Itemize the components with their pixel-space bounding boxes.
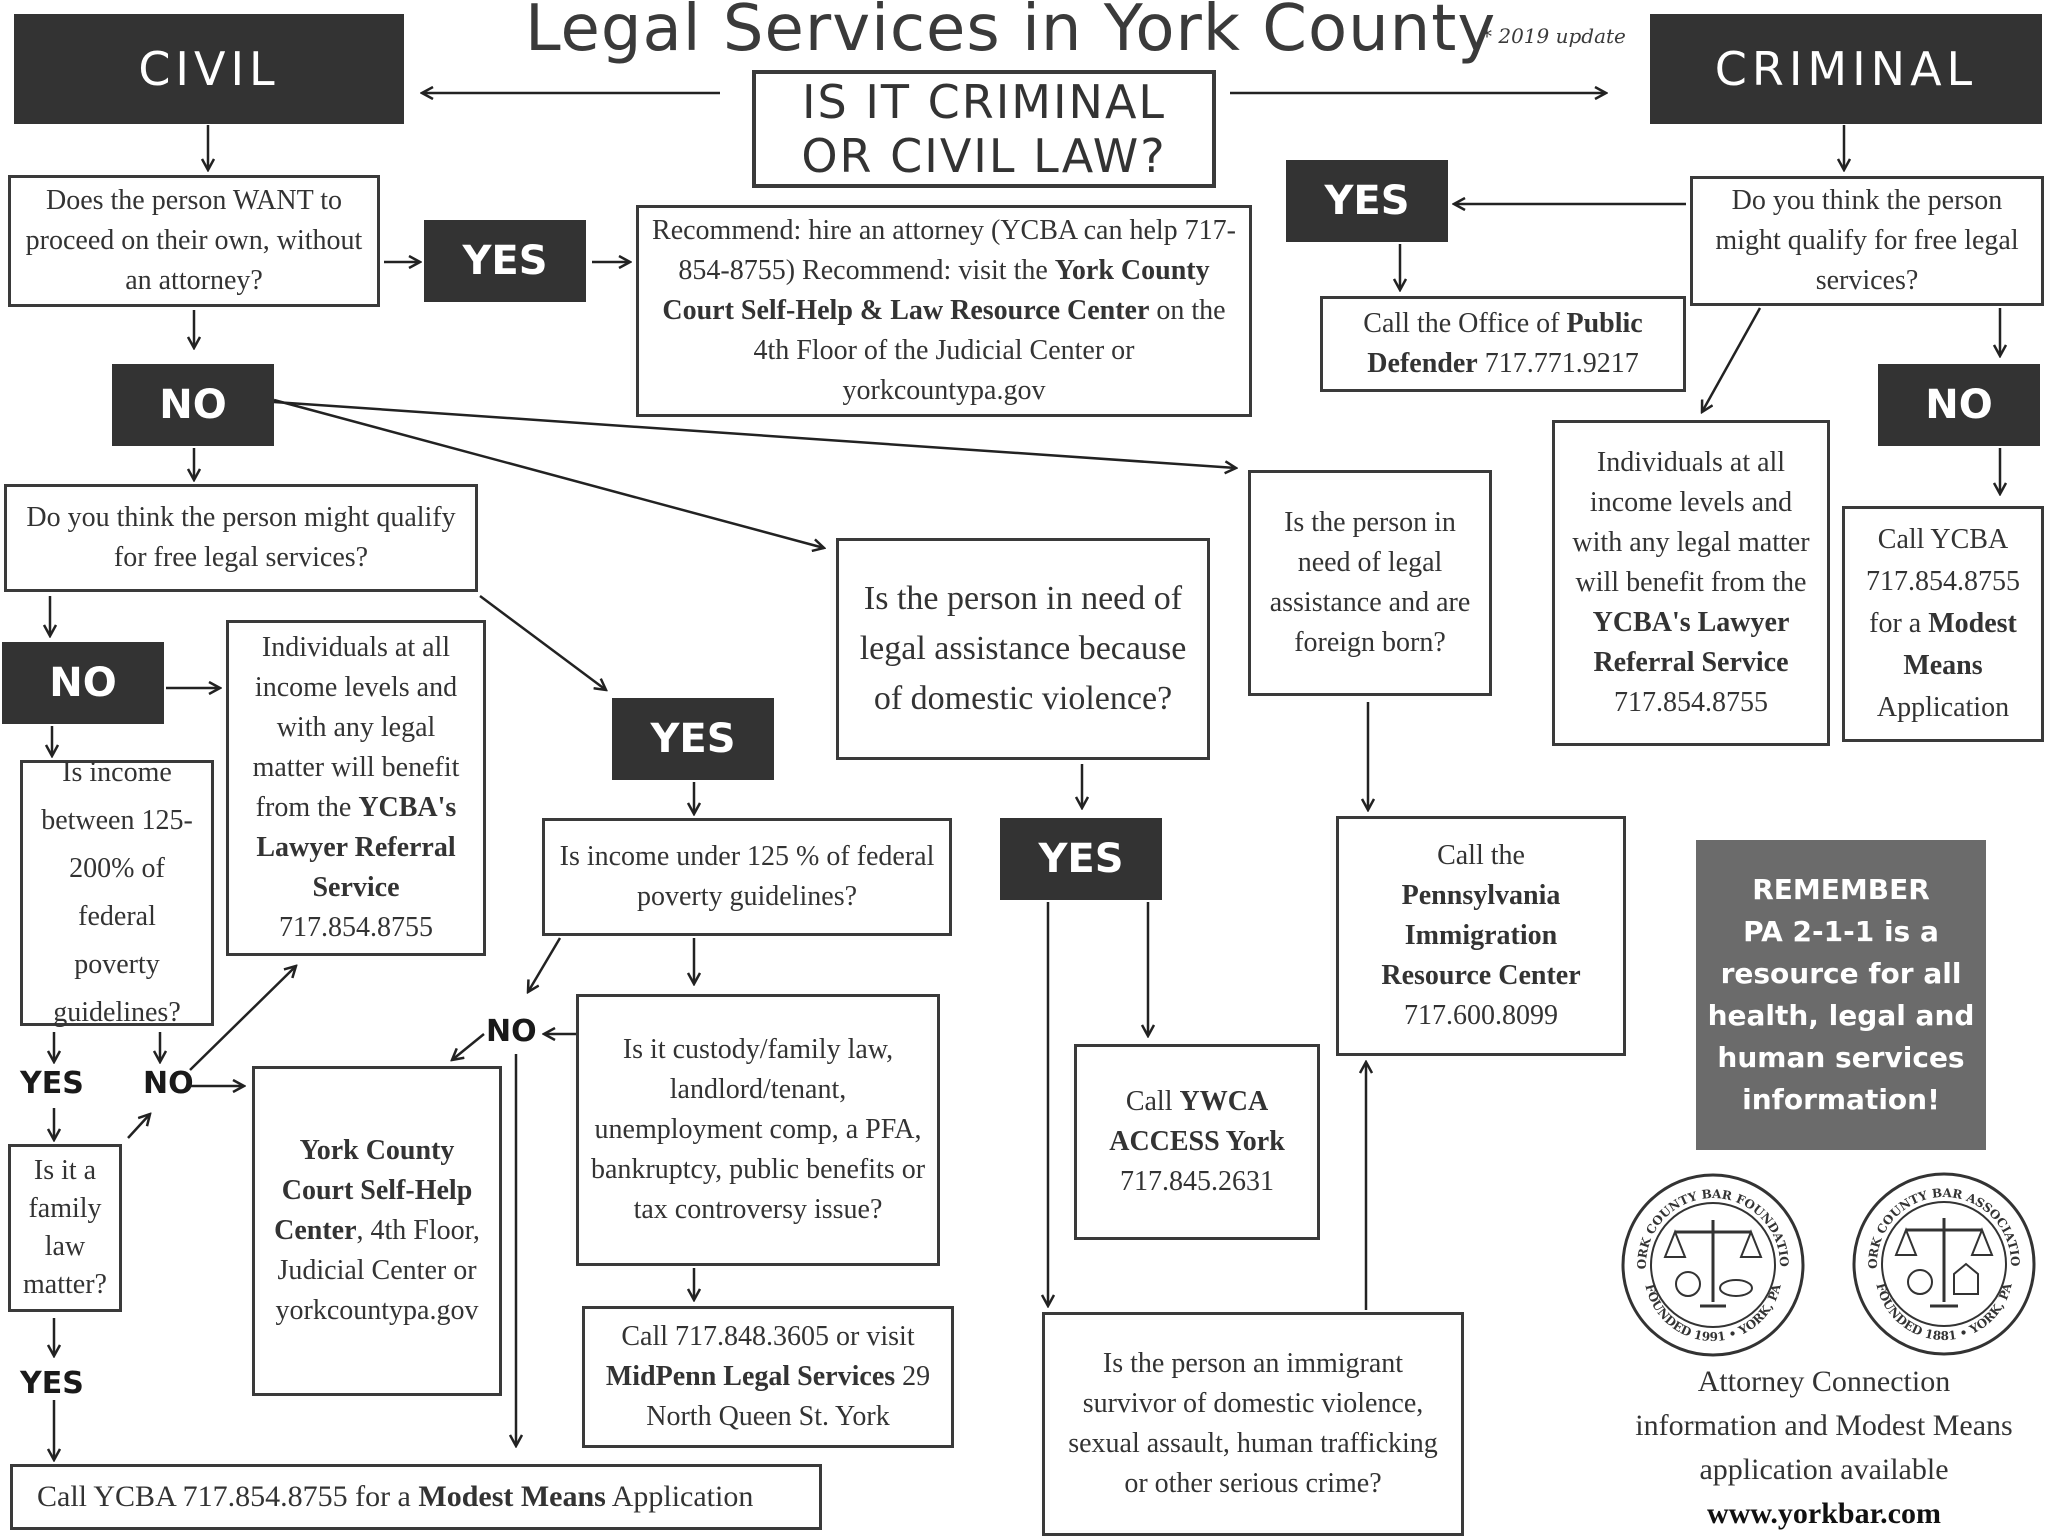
no-badge-criminal: NO [1878, 364, 2040, 446]
domestic-violence-question: Is the person in need of legal assistanc… [836, 538, 1210, 760]
update-note: * 2019 update [1482, 24, 1626, 48]
foreign-born-question: Is the person in need of legal assistanc… [1248, 470, 1492, 696]
income-between-question: Is income between 125-200% of federal po… [20, 757, 214, 1028]
yes-badge-recommend: YES [424, 220, 586, 302]
civil-header: CIVIL [14, 14, 404, 124]
footer-url-link[interactable]: www.yorkbar.com [1707, 1497, 1941, 1530]
yes-label-family: YES [20, 1366, 84, 1401]
income-under-question: Is income under 125 % of federal poverty… [542, 818, 952, 936]
yes-badge-qualify: YES [612, 698, 774, 780]
midpenn-box: Call 717.848.3605 or visit MidPenn Legal… [582, 1306, 954, 1448]
yes-label-income: YES [20, 1066, 84, 1101]
no-label-income: NO [143, 1066, 194, 1101]
self-help-center-box: York County Court Self-Help Center, 4th … [252, 1066, 502, 1396]
yes-badge-criminal: YES [1286, 160, 1448, 242]
criminal-lawyer-referral-box: Individuals at all income levels and wit… [1552, 420, 1830, 746]
immigration-resource-box: Call the Pennsylvania Immigration Resour… [1336, 816, 1626, 1056]
immigrant-survivor-question: Is the person an immigrant survivor of d… [1042, 1312, 1464, 1536]
criminal-header: CRIMINAL [1650, 14, 2042, 124]
no-badge-qualify: NO [2, 642, 164, 724]
custody-question: Is it custody/family law, landlord/tenan… [576, 994, 940, 1266]
want-own-question: Does the person WANT to proceed on their… [8, 175, 380, 307]
family-law-question: Is it a family law matter? [8, 1144, 122, 1312]
footer-info: Attorney Connection information and Mode… [1600, 1360, 2048, 1536]
recommend-attorney-box: Recommend: hire an attorney (YCBA can he… [636, 205, 1252, 417]
yes-badge-domestic: YES [1000, 818, 1162, 900]
public-defender-box: Call the Office of Public Defender 717.7… [1320, 296, 1686, 392]
civil-qualify-free-question: Do you think the person might qualify fo… [4, 484, 478, 592]
page-title: Legal Services in York County [525, 0, 1497, 66]
civil-lawyer-referral-box: Individuals at all income levels and wit… [226, 620, 486, 956]
criminal-modest-means-box: Call YCBA 717.854.8755 for a Modest Mean… [1842, 506, 2044, 742]
no-label-income-under: NO [486, 1014, 537, 1049]
no-badge-civil: NO [112, 364, 274, 446]
criminal-qualify-free-question: Do you think the person might qualify fo… [1690, 176, 2044, 306]
civil-modest-means-box: Call YCBA 717.854.8755 for a Modest Mean… [10, 1464, 822, 1530]
bar-association-seal: YORK COUNTY BAR ASSOCIATION FOUNDED 1881… [1850, 1170, 2036, 1356]
bar-foundation-seal: YORK COUNTY BAR FOUNDATION FOUNDED 1991 … [1620, 1172, 1805, 1357]
